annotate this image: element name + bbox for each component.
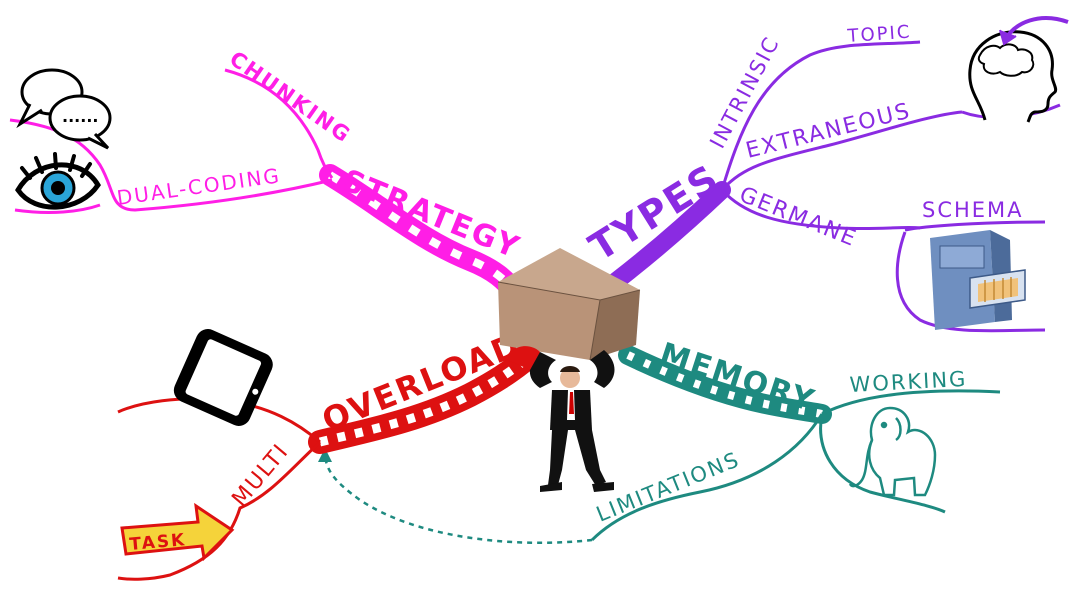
- strategy-branch: STRATEGY CHUNKING DUAL-CODING ......: [9, 46, 526, 303]
- schema-cabinet-line: [895, 231, 1046, 333]
- multi-line: [117, 440, 322, 581]
- memory-main-branch: [618, 345, 832, 424]
- chunking-label: CHUNKING: [225, 46, 356, 147]
- eye-icon: [15, 152, 101, 210]
- arrow-head: [318, 448, 332, 462]
- germane-line: [720, 188, 921, 231]
- brain-head-icon: [968, 16, 1069, 123]
- working-line: [821, 389, 1001, 416]
- schema-line: [904, 220, 1046, 232]
- overload-node-disc: [508, 346, 540, 370]
- man-carrying-box-icon: [497, 248, 641, 492]
- box-front: [498, 282, 600, 360]
- extraneous-label: EXTRANEOUS: [743, 99, 913, 164]
- germane-label: GERMANE: [736, 182, 861, 252]
- extraneous-line: [720, 110, 963, 192]
- speech-dots: ......: [62, 107, 98, 126]
- strategy-main-branch-stripes: [327, 171, 519, 295]
- speech-bubbles-icon: ......: [16, 68, 112, 150]
- task-arrow-icon: TASK: [120, 502, 235, 562]
- overload-main-branch-stripes: [318, 356, 528, 447]
- topic-label: TOPIC: [846, 22, 912, 47]
- box-side: [590, 290, 640, 360]
- intrinsic-line: [720, 40, 921, 191]
- smartphone-icon: [173, 329, 273, 426]
- schema-label: SCHEMA: [922, 198, 1024, 222]
- eye-line: [14, 203, 101, 214]
- task-label: TASK: [129, 530, 187, 555]
- filing-cabinet-icon: [930, 230, 1026, 330]
- limitations-to-multi-arrow: [323, 451, 593, 544]
- working-label: WORKING: [849, 367, 968, 397]
- overload-branch: OVERLOAD MULTI TASK: [117, 325, 537, 581]
- types-main-branch: [606, 181, 731, 291]
- chunking-line: [224, 68, 334, 179]
- limitations-line: [590, 413, 824, 542]
- elephant-line: [819, 413, 946, 514]
- box-top: [498, 248, 640, 300]
- elephant-icon: [848, 406, 937, 497]
- types-branch: TYPES INTRINSIC TOPIC EXTRANEOUS GERMANE…: [581, 16, 1069, 333]
